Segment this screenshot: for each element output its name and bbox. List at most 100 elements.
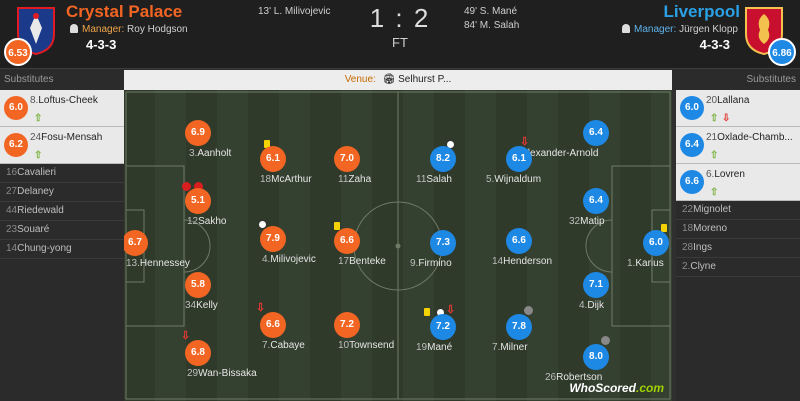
away-player[interactable]: 8.0 26Robertson: [545, 336, 653, 392]
home-player[interactable]: 6.7 13.Hennessey: [124, 230, 192, 278]
sub-name: Fosu-Mensah: [41, 132, 103, 143]
player-name: Alexander-Arnold: [521, 148, 599, 159]
away-sub-row[interactable]: 6.6 6.Lovren ⇧: [676, 164, 800, 201]
sub-off-arrow-icon: ⇩: [446, 304, 456, 316]
away-sub-row[interactable]: 28Ings: [676, 239, 800, 258]
player-number: 14: [492, 256, 504, 267]
home-player[interactable]: 5.1 12Sakho: [182, 182, 255, 236]
sub-off-arrow-icon: ⇩: [181, 330, 191, 342]
player-rating: 6.2: [4, 133, 28, 157]
home-player[interactable]: 7.0 11Zaha: [334, 146, 404, 194]
home-sub-row[interactable]: 27Delaney: [0, 183, 124, 202]
player-name: Wijnaldum: [494, 174, 542, 185]
own-goal-icon: [194, 182, 203, 191]
home-player[interactable]: 6.9 3.Aanholt: [185, 120, 255, 168]
away-sub-row[interactable]: 2.Clyne: [676, 258, 800, 277]
away-player[interactable]: 7.3 9.Firmino: [410, 230, 500, 278]
sub-number: 8.: [30, 95, 39, 106]
away-goal-event: 84' M. Salah: [464, 20, 520, 31]
away-player[interactable]: 6.6 14Henderson: [492, 228, 576, 276]
sub-in-arrow-icon: ⇧: [34, 150, 43, 161]
player-name: Milner: [500, 342, 528, 353]
player-number: 9.: [410, 258, 419, 269]
player-number: 11: [338, 174, 349, 185]
player-name-label: 11Zaha: [338, 174, 371, 185]
player-number: 3.: [189, 148, 198, 159]
player-rating: 6.6: [506, 228, 532, 254]
sub-number: 14: [6, 243, 18, 254]
sub-name: Cavalieri: [17, 167, 57, 178]
player-rating: 6.6: [334, 228, 360, 254]
away-player[interactable]: ⇩ 7.2 19Mané: [416, 305, 500, 362]
player-rating: 6.0: [680, 96, 704, 120]
home-player[interactable]: 6.6 17Benteke: [334, 222, 404, 276]
sub-in-arrow-icon: ⇧: [710, 187, 719, 198]
home-sub-row[interactable]: 23Souaré: [0, 221, 124, 240]
score: 1 : 2: [369, 3, 431, 33]
home-manager-name[interactable]: Roy Hodgson: [127, 24, 188, 35]
home-player[interactable]: 7.2 10Townsend: [334, 312, 404, 360]
yellow-card-icon: [334, 222, 340, 230]
away-sub-row[interactable]: 6.0 20Lallana ⇧ ⇩: [676, 90, 800, 127]
player-rating: 6.6: [260, 312, 286, 338]
home-sub-row[interactable]: 6.0 8.Loftus-Cheek ⇧: [0, 90, 124, 127]
player-number: 4.: [262, 254, 271, 265]
player-number: 26: [545, 372, 557, 383]
manager-icon: [622, 24, 631, 33]
player-number: 13.: [126, 258, 140, 269]
away-player[interactable]: 8.2 11Salah: [416, 140, 500, 194]
venue-name[interactable]: Selhurst P...: [398, 74, 452, 85]
player-name-label: 7.Milner: [492, 342, 528, 353]
player-rating: 7.2: [430, 314, 456, 340]
player-rating: 6.0: [643, 230, 669, 256]
player-name-label: 18McArthur: [260, 174, 312, 185]
home-sub-row[interactable]: 14Chung-yong: [0, 240, 124, 259]
away-player[interactable]: 6.4 32Matip: [569, 188, 653, 236]
away-player[interactable]: 7.1 4.Dijk: [579, 272, 653, 320]
player-number: 29: [187, 368, 199, 379]
away-player[interactable]: 6.0 1.Karius: [627, 224, 672, 278]
player-name: Mané: [427, 342, 453, 353]
player-name-label: 17Benteke: [338, 256, 386, 267]
away-sub-row[interactable]: 22Mignolet: [676, 201, 800, 220]
away-player[interactable]: ⇩ 6.1 5.Wijnaldum: [486, 137, 576, 194]
player-name-label: 7.Cabaye: [262, 340, 305, 351]
player-number: 1.: [627, 258, 636, 269]
home-sub-row[interactable]: 6.2 24Fosu-Mensah ⇧: [0, 127, 124, 164]
away-player[interactable]: 7.8 7.Milner: [492, 306, 576, 362]
player-number: 4.: [579, 300, 588, 311]
home-sub-row[interactable]: 16Cavalieri: [0, 164, 124, 183]
away-player[interactable]: 6.4: [583, 120, 653, 168]
home-manager: Manager: Roy Hodgson: [70, 24, 188, 35]
away-sub-row[interactable]: 6.4 21Oxlade-Chamb... ⇧: [676, 127, 800, 164]
player-rating: 7.1: [583, 272, 609, 298]
away-sub-row[interactable]: 18Moreno: [676, 220, 800, 239]
home-player[interactable]: 7.9 4.Milivojevic: [258, 220, 330, 274]
match-header: 6.53 Crystal Palace Manager: Roy Hodgson…: [0, 0, 800, 68]
sub-number: 23: [6, 224, 18, 235]
sub-player-name: 6.Lovren: [706, 166, 745, 184]
player-name: Matip: [580, 216, 605, 227]
player-name: Townsend: [349, 340, 395, 351]
home-sub-row[interactable]: 44Riedewald: [0, 202, 124, 221]
player-number: 11: [416, 174, 427, 185]
sub-number: 27: [6, 186, 18, 197]
player-name: Salah: [426, 174, 452, 185]
player-name: Cabaye: [270, 340, 305, 351]
away-team-name[interactable]: Liverpool: [663, 2, 740, 21]
venue-label: Venue:: [344, 74, 376, 85]
home-player[interactable]: 6.1 18McArthur: [260, 140, 330, 194]
home-player[interactable]: ⇩ 6.8 29Wan-Bissaka: [181, 331, 257, 388]
manager-label: Manager:: [634, 24, 677, 35]
home-team-name[interactable]: Crystal Palace: [66, 2, 183, 21]
sub-in-arrow-icon: ⇧: [710, 113, 719, 124]
sub-name: Lovren: [714, 169, 745, 180]
stadium-icon: 🏟: [382, 74, 396, 85]
sub-name: Lallana: [717, 95, 750, 106]
home-player[interactable]: ⇩ 6.6 7.Cabaye: [256, 303, 330, 360]
home-player[interactable]: 5.8 34Kelly: [185, 272, 255, 320]
sub-out-arrow-icon: ⇩: [722, 113, 731, 124]
player-name: Wan-Bissaka: [198, 368, 257, 379]
away-manager-name[interactable]: Jürgen Klopp: [679, 24, 738, 35]
sub-number: 2.: [682, 261, 691, 272]
